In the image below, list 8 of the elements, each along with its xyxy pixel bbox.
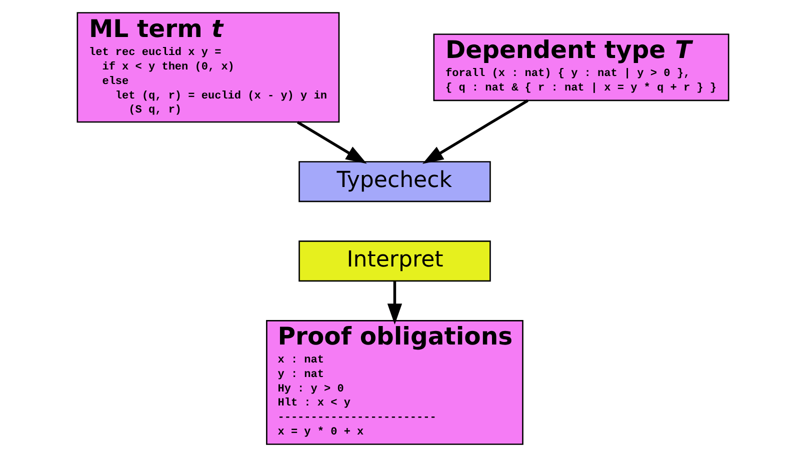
node-box: Dependent type T forall (x : nat) { y : nat | y > 0 }, { q : nat & { r : nat | x = y * q + r } } — [432, 34, 729, 102]
node-box: Interpret — [298, 240, 490, 282]
node-box: Proof obligations x : nat y : nat Hy : y > 0 Hlt : x < y ------------------------ x = y * 0 + x — [266, 320, 523, 445]
arrow — [386, 281, 402, 325]
node-box: Typecheck — [298, 161, 490, 202]
arrow — [422, 99, 528, 164]
node-box: ML term t let rec euclid x y = if x < y then (0, x) else let (q, r) = euclid (x - y) y in (S q, r) — [76, 12, 340, 123]
arrow — [296, 121, 366, 164]
